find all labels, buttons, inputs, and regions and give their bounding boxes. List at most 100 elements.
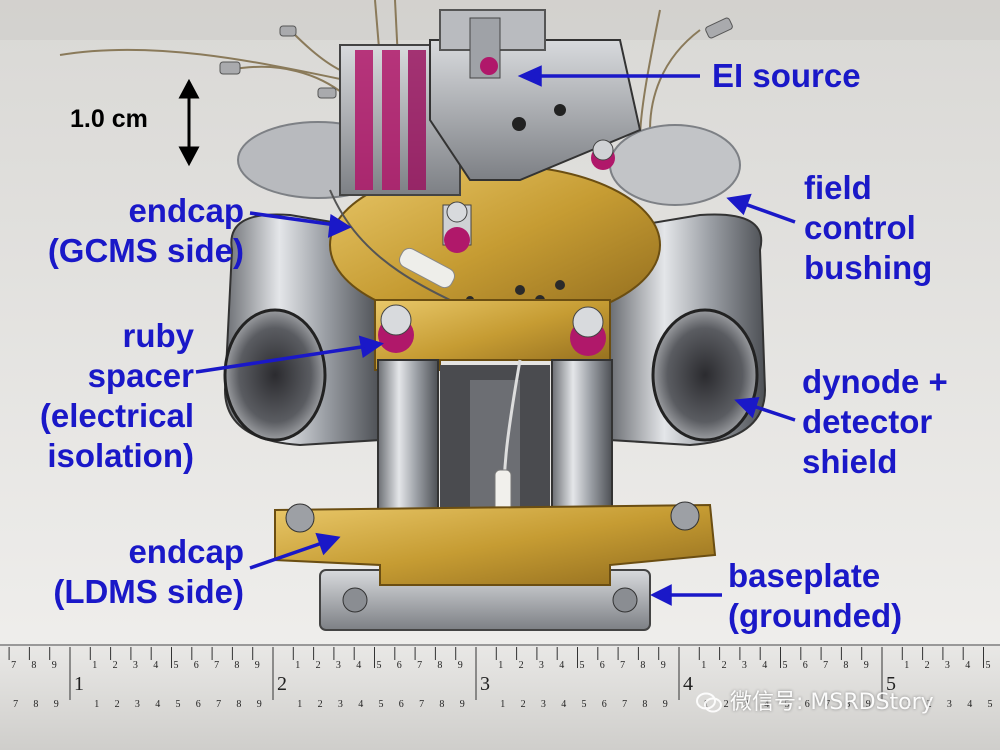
ruler-minor-label: 6 — [602, 699, 607, 710]
ruler-minor-label: 6 — [600, 660, 605, 671]
ruler-minor-label: 8 — [33, 699, 38, 710]
ruler-minor-label: 9 — [458, 660, 463, 671]
ruler-minor-label: 9 — [52, 660, 57, 671]
ruler-minor-label: 6 — [805, 699, 810, 710]
ruler-minor-label: 8 — [439, 699, 444, 710]
ruler-minor-label: 4 — [561, 699, 566, 710]
ruler-minor-label: 6 — [397, 660, 402, 671]
ruler-minor-label: 2 — [927, 699, 932, 710]
ruler-minor-label: 5 — [377, 660, 382, 671]
ruler-major-label: 4 — [683, 673, 693, 695]
ruler-minor-label: 1 — [904, 660, 909, 671]
ruler-minor-label: 9 — [663, 699, 668, 710]
ruler-minor-label: 2 — [318, 699, 323, 710]
ruler-minor-label: 2 — [925, 660, 930, 671]
ruler-minor-label: 9 — [661, 660, 666, 671]
ruler-minor-label: 7 — [823, 660, 828, 671]
ruler-minor-label: 7 — [417, 660, 422, 671]
ruler-minor-label: 4 — [967, 699, 972, 710]
ruler-minor-label: 2 — [115, 699, 120, 710]
ruler-ticks — [8, 647, 984, 700]
label-ei-source: EI source — [712, 57, 861, 94]
ruler-minor-label: 1 — [94, 699, 99, 710]
ruler-minor-label: 3 — [133, 660, 138, 671]
ruler-minor-label: 9 — [460, 699, 465, 710]
ruler-minor-label: 7 — [11, 660, 16, 671]
ruler-minor-label: 9 — [864, 660, 869, 671]
ruler-minor-label: 3 — [135, 699, 140, 710]
label-endcap-ldms: endcap (LDMS side) — [53, 533, 244, 610]
ruler-minor-label: 8 — [845, 699, 850, 710]
ruler-minor-label: 7 — [214, 660, 219, 671]
ruler-minor-label: 7 — [13, 699, 18, 710]
label-field-control-bushing: field control bushing — [804, 169, 933, 286]
ruler-minor-label: 5 — [783, 660, 788, 671]
ruler-major-label: 1 — [74, 673, 84, 695]
ruler-minor-label: 7 — [620, 660, 625, 671]
scale-arrow-icon — [178, 78, 200, 167]
ruler-major-label: 5 — [886, 673, 896, 695]
ruler-minor-label: 5 — [379, 699, 384, 710]
ruler-minor-label: 6 — [803, 660, 808, 671]
ruler-minor-label: 7 — [825, 699, 830, 710]
ruler-minor-label: 1 — [500, 699, 505, 710]
ruler-minor-label: 3 — [945, 660, 950, 671]
ruler-minor-label: 8 — [843, 660, 848, 671]
ruler-minor-label: 5 — [785, 699, 790, 710]
annotation-arrows — [195, 65, 796, 606]
ruler-minor-label: 2 — [521, 699, 526, 710]
ruler-minor-label: 8 — [236, 699, 241, 710]
ruler-minor-label: 6 — [196, 699, 201, 710]
ruler-minor-label: 3 — [744, 699, 749, 710]
ruler-major-label: 2 — [277, 673, 287, 695]
label-dynode-detector-shield: dynode + detector shield — [802, 363, 948, 480]
ruler-minor-label: 1 — [906, 699, 911, 710]
ruler-minor-label: 4 — [965, 660, 970, 671]
ruler-minor-label: 5 — [174, 660, 179, 671]
ruler-minor-label: 5 — [582, 699, 587, 710]
ruler-minor-label: 4 — [764, 699, 769, 710]
watermark: 微信号: MSRDStory — [696, 684, 934, 716]
ruler-minor-label: 7 — [419, 699, 424, 710]
watermark-text: 微信号: MSRDStory — [730, 690, 934, 715]
ruler-minor-label: 5 — [580, 660, 585, 671]
ruler-minor-label: 3 — [742, 660, 747, 671]
ruler-minor-label: 9 — [866, 699, 871, 710]
ruler-minor-label: 2 — [113, 660, 118, 671]
ruler-minor-label: 8 — [640, 660, 645, 671]
ruler-minor-label: 7 — [216, 699, 221, 710]
ruler-minor-label: 6 — [194, 660, 199, 671]
ruler-minor-label: 6 — [399, 699, 404, 710]
ruler-major-label: 3 — [480, 673, 490, 695]
ruler-minor-label: 4 — [762, 660, 767, 671]
ruler-minor-label: 8 — [31, 660, 36, 671]
label-endcap-gcms: endcap (GCMS side) — [47, 192, 244, 269]
scale-bar-label: 1.0 cm — [70, 105, 148, 133]
ruler-minor-label: 1 — [498, 660, 503, 671]
ruler-minor-label: 1 — [297, 699, 302, 710]
ruler-minor-label: 2 — [316, 660, 321, 671]
ruler-minor-label: 8 — [234, 660, 239, 671]
ruler-minor-label: 4 — [358, 699, 363, 710]
ruler-minor-label: 9 — [255, 660, 260, 671]
ruler-minor-label: 4 — [356, 660, 361, 671]
ruler-minor-label: 2 — [724, 699, 729, 710]
ruler-minor-label: 3 — [336, 660, 341, 671]
ruler-minor-label: 2 — [519, 660, 524, 671]
ruler-minor-label: 3 — [541, 699, 546, 710]
ruler-minor-label: 5 — [176, 699, 181, 710]
ruler-minor-label: 4 — [559, 660, 564, 671]
ruler-minor-label: 4 — [153, 660, 158, 671]
ruler-minor-label: 4 — [155, 699, 160, 710]
ruler-minor-label: 9 — [257, 699, 262, 710]
ruler-minor-label: 1 — [92, 660, 97, 671]
ruler-minor-label: 9 — [54, 699, 59, 710]
label-baseplate: baseplate (grounded) — [728, 557, 903, 634]
ruler-minor-label: 8 — [437, 660, 442, 671]
ruler-minor-label: 3 — [338, 699, 343, 710]
ruler-minor-label: 1 — [295, 660, 300, 671]
label-ruby-spacer: ruby spacer (electrical isolation) — [39, 317, 194, 474]
ruler-minor-label: 8 — [642, 699, 647, 710]
